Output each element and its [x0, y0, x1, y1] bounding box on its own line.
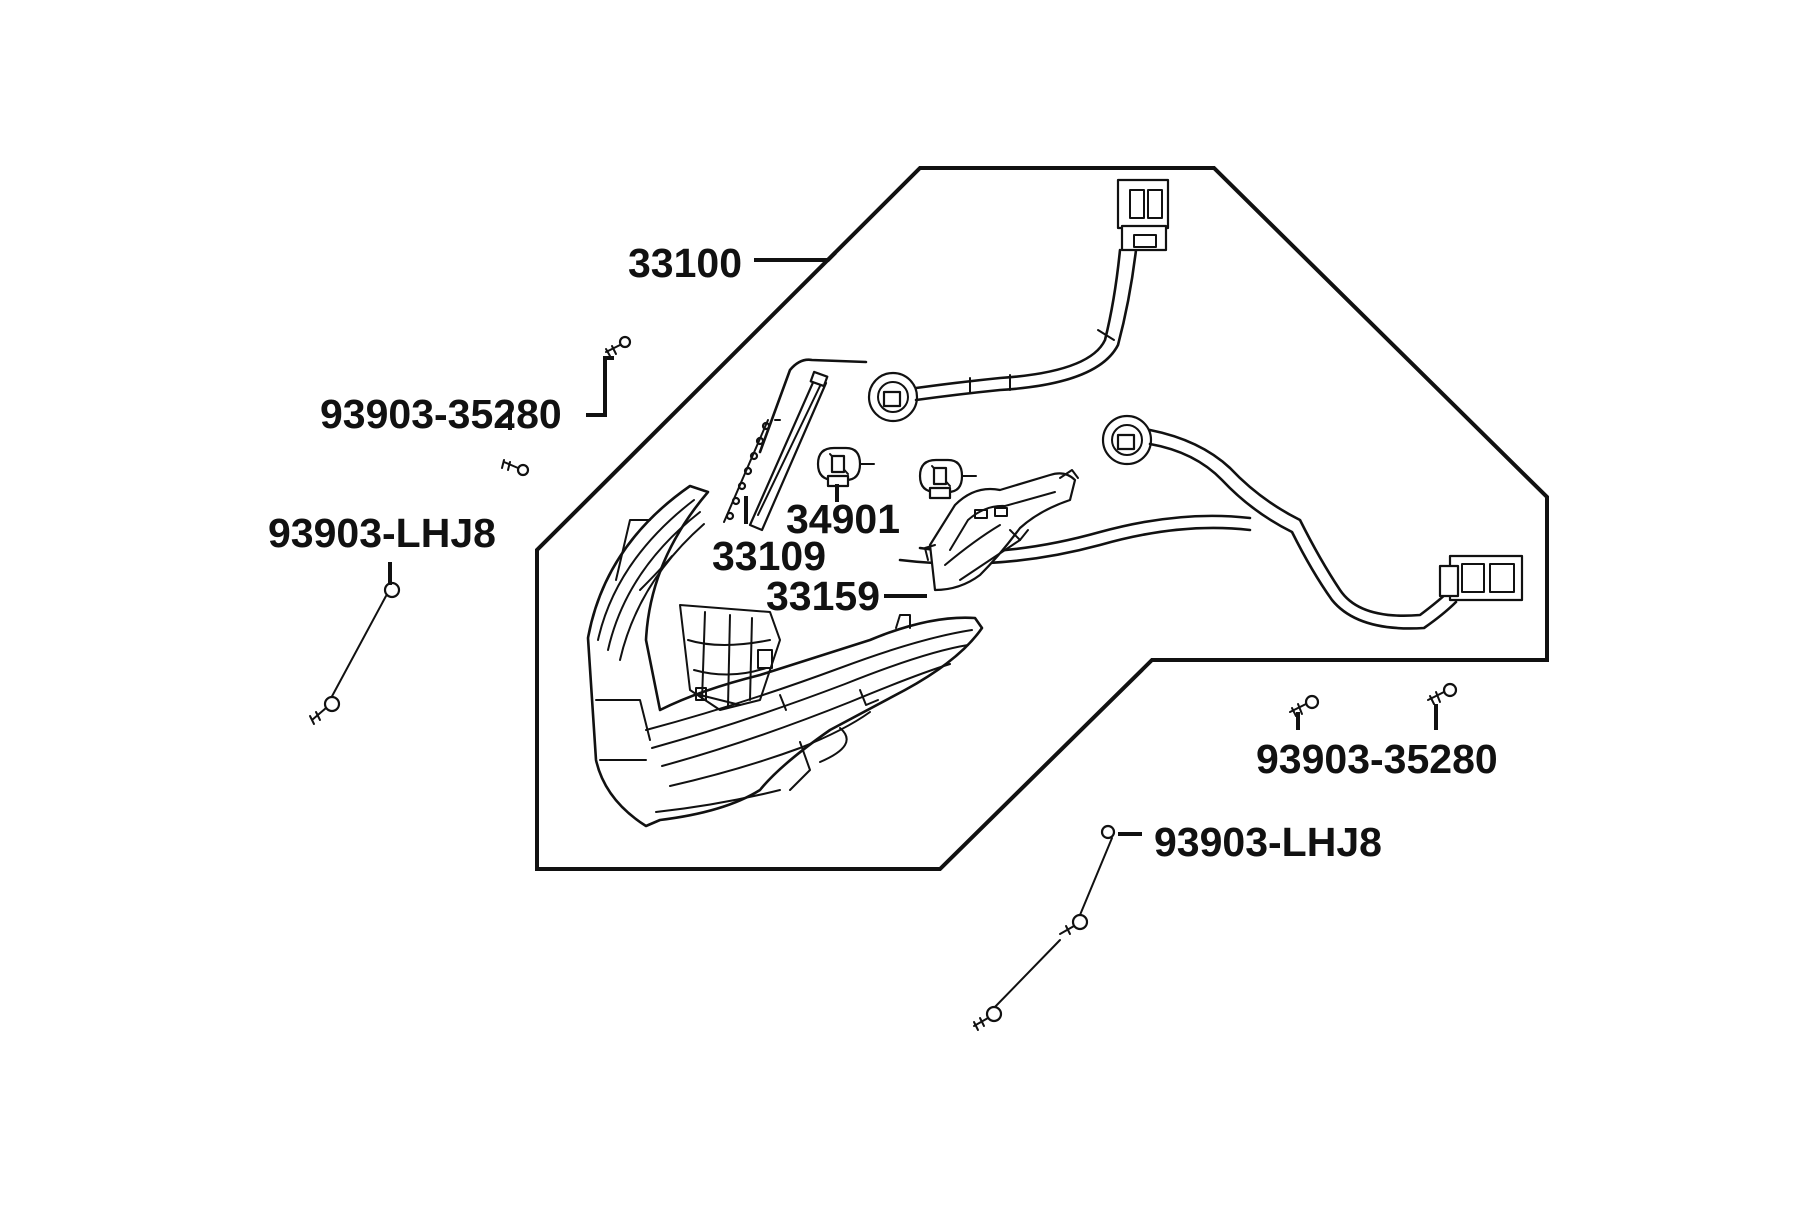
label-position-lamp: 33109 — [712, 533, 826, 579]
label-bulb-socket: 33159 — [766, 573, 880, 619]
screw-right-a — [1289, 694, 1320, 717]
label-bulb: 34901 — [786, 496, 900, 542]
label-screw-right: 93903-35280 — [1256, 736, 1498, 782]
screw-right-b — [1427, 682, 1458, 705]
label-screw-bottom: 93903-LHJ8 — [1154, 819, 1382, 865]
screw-bottom — [973, 824, 1116, 1031]
bulb-left — [816, 446, 875, 488]
wiring-harness-upper — [758, 248, 1138, 454]
label-screw-upper-left: 93903-35280 — [320, 391, 562, 437]
connector-lower — [1438, 554, 1524, 602]
screw-left-long — [309, 581, 401, 725]
label-headlight-assembly: 33100 — [628, 240, 742, 286]
connector-upper — [1116, 178, 1170, 252]
leader-lines — [388, 251, 1438, 836]
bulb-holder — [924, 469, 1079, 592]
label-screw-left: 93903-LHJ8 — [268, 510, 496, 556]
screw-upper-left-bottom — [501, 459, 530, 477]
position-lamp-strip — [723, 370, 829, 532]
assembly-boundary — [535, 166, 1549, 871]
headlight-housing — [586, 484, 984, 828]
led-pins — [723, 419, 781, 523]
bulb-socket-right — [1101, 414, 1153, 466]
bulb-socket-left — [867, 371, 919, 423]
screw-upper-left-top — [605, 335, 632, 357]
bulb-right — [918, 458, 977, 500]
